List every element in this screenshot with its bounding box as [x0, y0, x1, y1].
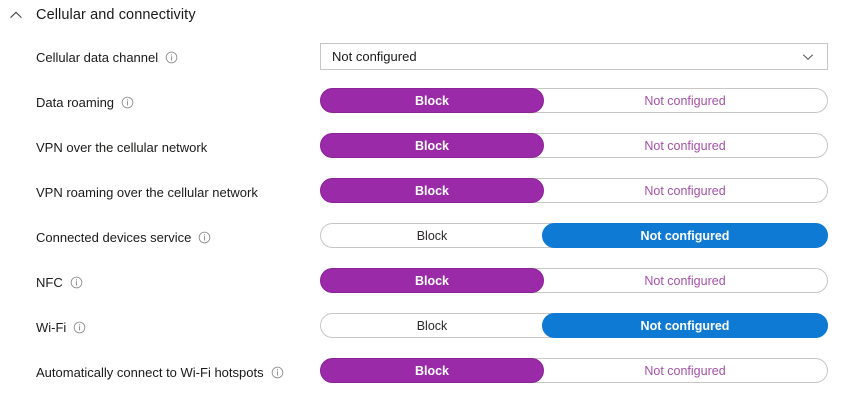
toggle-thumb [320, 88, 544, 113]
setting-control-cellular-data-channel: Not configured [320, 36, 850, 70]
info-icon[interactable] [165, 51, 178, 64]
section-title: Cellular and connectivity [36, 7, 196, 23]
info-icon[interactable] [73, 321, 86, 334]
toggle-nfc[interactable]: Block Not configured [320, 268, 828, 293]
toggle-automatically-connect-to-wi-fi-hotspots[interactable]: Block Not configured [320, 358, 828, 383]
setting-label-text: VPN over the cellular network [36, 140, 208, 155]
toggle-data-roaming[interactable]: Block Not configured [320, 88, 828, 113]
toggle-option-not-configured[interactable]: Not configured [644, 363, 726, 378]
info-icon[interactable] [198, 231, 211, 244]
toggle-options: Block Not configured [321, 359, 827, 382]
toggle-option-not-configured[interactable]: Not configured [640, 228, 730, 243]
toggle-option-block[interactable]: Block [414, 93, 450, 108]
toggle-thumb [542, 223, 828, 248]
setting-label-nfc: NFC [36, 261, 320, 291]
setting-control-nfc: Block Not configured [320, 261, 850, 293]
toggle-vpn-roaming-over-the-cellular-network[interactable]: Block Not configured [320, 178, 828, 203]
toggle-options: Block Not configured [321, 89, 827, 112]
setting-control-vpn-over-the-cellular-network: Block Not configured [320, 126, 850, 158]
setting-label-text: Data roaming [36, 95, 115, 110]
info-icon[interactable] [271, 366, 284, 379]
setting-label-vpn-roaming-over-the-cellular-network: VPN roaming over the cellular network [36, 171, 320, 201]
setting-control-automatically-connect-to-wi-fi-hotspots: Block Not configured [320, 351, 850, 383]
toggle-wi-fi[interactable]: Block Not configured [320, 313, 828, 338]
toggle-options: Block Not configured [321, 134, 827, 157]
setting-row-wi-fi: Wi-Fi Block Not configured [0, 306, 850, 351]
toggle-option-block[interactable]: Block [414, 138, 450, 153]
toggle-thumb [542, 313, 828, 338]
section-header-cellular-and-connectivity[interactable]: Cellular and connectivity [0, 0, 850, 30]
dropdown-selected-value: Not configured [332, 49, 417, 64]
dropdown-cellular-data-channel[interactable]: Not configured [320, 43, 828, 70]
setting-row-connected-devices-service: Connected devices service Block Not config… [0, 216, 850, 261]
setting-label-text: Cellular data channel [36, 50, 159, 65]
toggle-option-block[interactable]: Block [416, 228, 448, 243]
toggle-option-not-configured[interactable]: Not configured [644, 93, 726, 108]
toggle-options: Block Not configured [321, 224, 827, 247]
setting-label-text: NFC [36, 275, 63, 290]
setting-control-data-roaming: Block Not configured [320, 81, 850, 113]
setting-control-vpn-roaming-over-the-cellular-network: Block Not configured [320, 171, 850, 203]
setting-label-text: Connected devices service [36, 230, 192, 245]
chevron-down-icon[interactable] [801, 50, 815, 64]
toggle-thumb [320, 133, 544, 158]
setting-control-connected-devices-service: Block Not configured [320, 216, 850, 248]
setting-label-wi-fi: Wi-Fi [36, 306, 320, 336]
setting-label-automatically-connect-to-wi-fi-hotspots: Automatically connect to Wi-Fi hotspots [36, 351, 320, 381]
setting-label-text: Automatically connect to Wi-Fi hotspots [36, 365, 264, 380]
setting-label-cellular-data-channel: Cellular data channel [36, 36, 320, 66]
toggle-option-block[interactable]: Block [416, 318, 448, 333]
info-icon[interactable] [70, 276, 83, 289]
setting-row-data-roaming: Data roaming Block Not configured [0, 81, 850, 126]
setting-row-nfc: NFC Block Not configured [0, 261, 850, 306]
toggle-options: Block Not configured [321, 269, 827, 292]
toggle-option-not-configured[interactable]: Not configured [644, 138, 726, 153]
setting-label-vpn-over-the-cellular-network: VPN over the cellular network [36, 126, 320, 156]
setting-label-data-roaming: Data roaming [36, 81, 320, 111]
toggle-thumb [320, 358, 544, 383]
toggle-option-block[interactable]: Block [414, 273, 450, 288]
chevron-up-icon[interactable] [8, 7, 24, 23]
setting-label-text: Wi-Fi [36, 320, 67, 335]
setting-row-automatically-connect-to-wi-fi-hotspots: Automatically connect to Wi-Fi hotspots B… [0, 351, 850, 396]
toggle-options: Block Not configured [321, 179, 827, 202]
setting-row-cellular-data-channel: Cellular data channel Not configured [0, 36, 850, 81]
toggle-option-block[interactable]: Block [414, 363, 450, 378]
setting-label-connected-devices-service: Connected devices service [36, 216, 320, 246]
toggle-option-not-configured[interactable]: Not configured [644, 183, 726, 198]
toggle-options: Block Not configured [321, 314, 827, 337]
toggle-thumb [320, 178, 544, 203]
setting-row-vpn-roaming-over-the-cellular-network: VPN roaming over the cellular network Blo… [0, 171, 850, 216]
toggle-option-not-configured[interactable]: Not configured [644, 273, 726, 288]
toggle-thumb [320, 268, 544, 293]
toggle-option-not-configured[interactable]: Not configured [640, 318, 730, 333]
info-icon[interactable] [121, 96, 134, 109]
setting-label-text: VPN roaming over the cellular network [36, 185, 258, 200]
toggle-connected-devices-service[interactable]: Block Not configured [320, 223, 828, 248]
toggle-option-block[interactable]: Block [414, 183, 450, 198]
setting-control-wi-fi: Block Not configured [320, 306, 850, 338]
setting-row-vpn-over-the-cellular-network: VPN over the cellular network Block Not co… [0, 126, 850, 171]
toggle-vpn-over-the-cellular-network[interactable]: Block Not configured [320, 133, 828, 158]
